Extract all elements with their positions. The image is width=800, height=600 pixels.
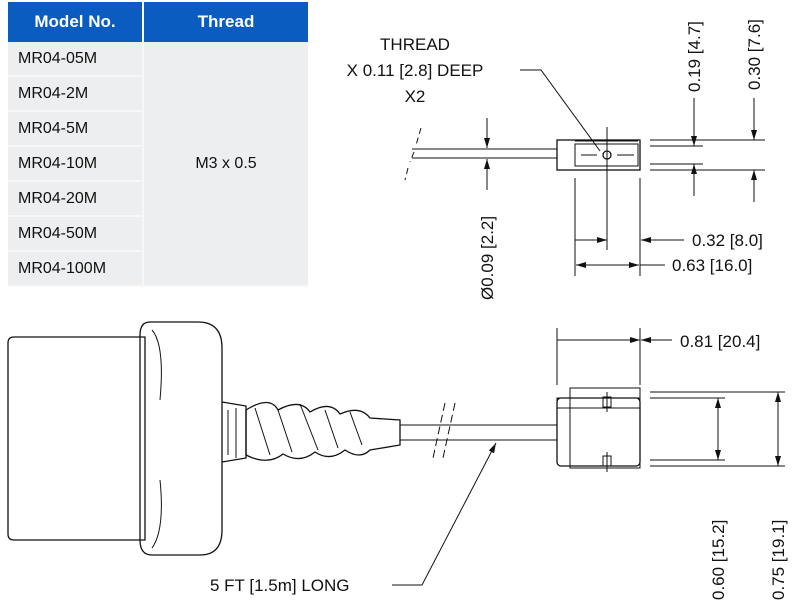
- sensor-top-view: [404, 127, 765, 181]
- cable-length-note: 5 FT [1.5m] LONG: [210, 442, 497, 595]
- table-row: MR04-10M: [8, 146, 308, 182]
- strain-relief-base: [221, 401, 247, 463]
- table-row: MR04-50M: [8, 216, 308, 252]
- dim-075-label: 0.75 [19.1]: [769, 520, 788, 600]
- sensor-side-view: [7, 321, 785, 556]
- model-cell: MR04-50M: [8, 216, 144, 252]
- cable-diameter-label: Ø0.09 [2.2]: [478, 216, 497, 300]
- dim-063-label: 0.63 [16.0]: [672, 256, 752, 275]
- dim-032-063: 0.32 [8.0] 0.63 [16.0]: [574, 127, 763, 276]
- dim-060-label: 0.60 [15.2]: [709, 520, 728, 600]
- dim-019: 0.19 [4.7]: [685, 21, 704, 196]
- dim-019-label: 0.19 [4.7]: [685, 21, 704, 92]
- cable-length-label: 5 FT [1.5m] LONG: [210, 576, 350, 595]
- model-cell: MR04-05M: [8, 42, 144, 77]
- thread-note-line3: X2: [405, 87, 426, 106]
- header-model-no: Model No.: [8, 2, 144, 42]
- thread-leader-line: [520, 69, 601, 152]
- thread-note-line1: THREAD: [380, 35, 450, 54]
- dim-030-label: 0.30 [7.6]: [745, 19, 764, 90]
- strain-relief-spring: [227, 401, 401, 461]
- magnet-body: [7, 336, 146, 541]
- dim-cable-diameter: Ø0.09 [2.2]: [478, 118, 497, 300]
- thread-cell: M3 x 0.5: [143, 42, 308, 287]
- model-cell: MR04-2M: [8, 76, 144, 112]
- dim-030: 0.30 [7.6]: [745, 19, 764, 202]
- table-row: MR04-20M: [8, 181, 308, 217]
- magnet-cap: [139, 321, 223, 556]
- model-cell: MR04-100M: [8, 251, 144, 287]
- break-mark: [404, 127, 422, 181]
- dim-081: 0.81 [20.4]: [556, 328, 760, 385]
- thread-note: THREAD X 0.11 [2.8] DEEP X2: [347, 35, 601, 152]
- model-cell: MR04-5M: [8, 111, 144, 147]
- dim-081-label: 0.81 [20.4]: [680, 332, 760, 351]
- model-cell: MR04-10M: [8, 146, 144, 182]
- break-mark: [432, 402, 456, 459]
- thread-note-line2: X 0.11 [2.8] DEEP: [347, 61, 484, 80]
- table-row: MR04-100M: [8, 251, 308, 287]
- header-thread: Thread: [143, 2, 308, 42]
- dim-060: 0.60 [15.2]: [709, 398, 728, 600]
- model-cell: MR04-20M: [8, 181, 144, 217]
- table-row: MR04-5M: [8, 111, 308, 147]
- dim-032-label: 0.32 [8.0]: [692, 231, 763, 250]
- dim-075: 0.75 [19.1]: [769, 392, 788, 600]
- table-row: MR04-2M: [8, 76, 308, 112]
